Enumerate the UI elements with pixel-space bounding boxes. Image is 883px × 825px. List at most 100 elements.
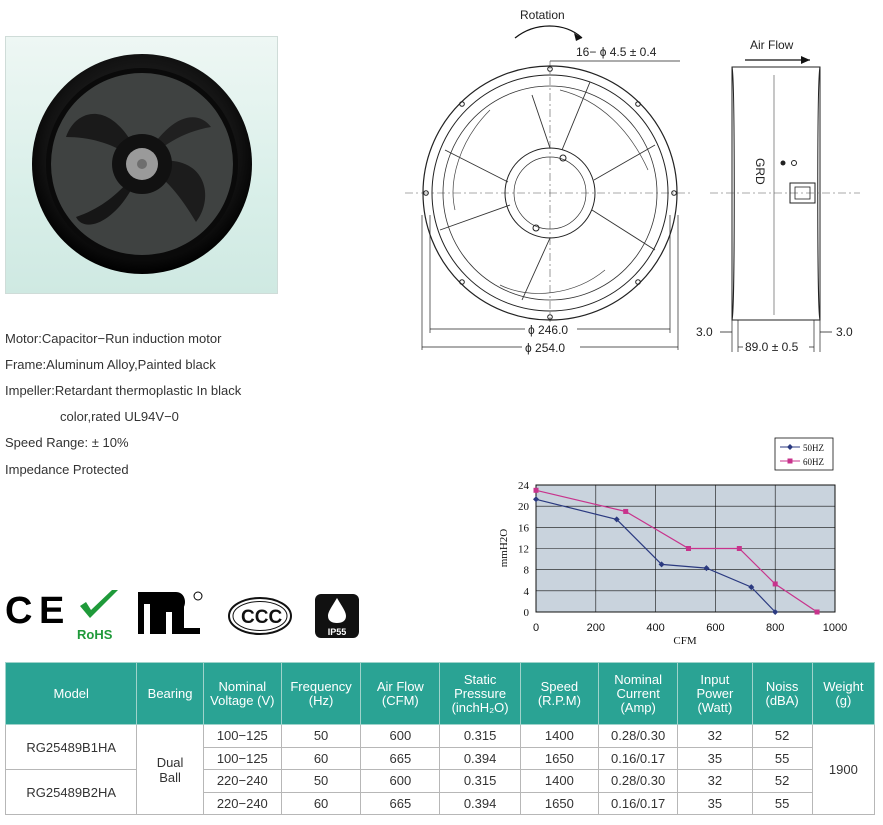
rohs-mark: RoHS [76,588,122,642]
y-tick-label: 20 [518,501,530,513]
data-point-50hz [658,561,665,568]
legend-label-60hz: 60HZ [803,457,824,467]
ccc-logo-icon: CCC [228,597,292,635]
cell-current: 0.28/0.30 [597,769,679,793]
spec-table: Model Bearing Nominal Voltage (V) Freque… [4,662,876,815]
header-noise: Noiss (dBA) [751,662,813,725]
data-point-60hz [685,546,691,551]
header-model: Model [4,662,138,725]
cell-voltage: 220−240 [202,769,282,793]
header-frequency: Frequency (Hz) [280,662,362,725]
cell-voltage: 100−125 [202,746,282,770]
spec-motor: Motor:Capacitor−Run induction motor [5,331,222,346]
series-lines [533,487,820,615]
cell-pressure: 0.394 [439,746,521,770]
y-tick-label: 24 [518,480,530,492]
data-point-50hz [772,609,779,615]
data-point-50hz [613,516,620,523]
cell-airflow: 600 [360,769,441,793]
spec-protection: Impedance Protected [5,462,129,477]
table-row: RG25489B1HA Dual Ball 100−125 50 600 0.3… [4,724,876,815]
x-tick-label: 0 [533,622,539,634]
header-bearing: Bearing [136,662,204,725]
y-tick-label: 8 [524,565,530,577]
x-tick-label: 200 [587,622,605,634]
x-tick-label: 600 [706,622,724,634]
cell-speed: 1650 [519,791,600,815]
cell-pressure: 0.315 [439,724,521,748]
ccc-mark: CCC [227,596,293,636]
data-point-50hz [748,584,755,591]
cell-frequency: 50 [280,724,362,748]
cell-pressure: 0.394 [439,791,521,815]
spec-impeller-cont: color,rated UL94V−0 [60,409,179,424]
ccc-text: CCC [241,607,282,628]
legend: 50HZ 60HZ [774,437,834,471]
spec-impeller: Impeller:Retardant thermoplastic In blac… [5,383,242,398]
product-photo [5,36,278,294]
cell-current: 0.28/0.30 [597,724,679,748]
cell-bearing: Dual Ball [136,724,204,815]
outer-diameter-label: ϕ 254.0 [525,341,565,355]
table-row: 220−240 60 665 0.394 1650 0.16/0.17 35 5… [6,791,875,815]
data-point-60hz [814,609,820,615]
grid-lines [535,484,836,613]
data-point-60hz [772,581,778,587]
legend-label-50hz: 50HZ [803,443,824,453]
cell-noise: 52 [751,724,813,748]
cell-current: 0.16/0.17 [597,791,679,815]
data-point-50hz [533,496,539,503]
inner-diameter-label: ϕ 246.0 [528,323,568,337]
cell-airflow: 665 [360,791,441,815]
side-view-drawing: Air Flow GRD 3.0 3.0 89.0 ± 0.5 [696,38,860,354]
header-speed: Speed (R.P.M) [519,662,600,725]
right-margin-label: 3.0 [836,325,853,339]
y-tick-label: 4 [524,586,530,598]
fan-photo-image [32,54,252,274]
series-line-50hz [535,498,776,613]
x-tick-label: 800 [766,622,784,634]
header-voltage: Nominal Voltage (V) [202,662,282,725]
bearing-text: Dual Ball [156,754,184,785]
water-drop-icon [328,598,346,623]
cell-model: RG25489B1HA [4,724,138,770]
cell-power: 35 [677,746,753,770]
cell-speed: 1650 [519,746,600,770]
table-header-row: Model Bearing Nominal Voltage (V) Freque… [4,662,876,725]
cell-noise: 55 [751,746,813,770]
cell-airflow: 600 [360,724,441,748]
rotation-label: Rotation [520,8,565,22]
data-point-60hz [533,487,539,493]
x-tick-label: 400 [646,622,664,634]
cell-speed: 1400 [519,769,600,793]
ip55-mark: IP55 [315,594,359,638]
header-static-pressure: Static Pressure (inchH₂O) [439,662,521,725]
cell-power: 32 [677,769,753,793]
x-axis-label: CFM [673,635,696,647]
cell-pressure: 0.315 [439,769,521,793]
header-weight: Weight (g) [811,662,876,725]
cell-voltage: 100−125 [202,724,282,748]
cell-frequency: 60 [280,791,362,815]
spec-frame: Frame:Aluminum Alloy,Painted black [5,357,216,372]
legend-marker-50hz [787,444,793,450]
y-axis-label: mmH2O [498,529,510,568]
cell-weight: 1900 [811,724,876,815]
cell-power: 35 [677,791,753,815]
header-current: Nominal Current (Amp) [597,662,679,725]
cell-power: 32 [677,724,753,748]
cell-frequency: 60 [280,746,362,770]
cell-noise: 52 [751,769,813,793]
cell-model: RG25489B2HA [4,769,138,815]
cell-speed: 1400 [519,724,600,748]
header-power: Input Power (Watt) [677,662,753,725]
ip55-label: IP55 [327,627,347,637]
y-tick-label: 0 [524,607,530,619]
y-tick-label: 12 [518,544,529,556]
table-row: RG25489B2HA 220−240 50 600 0.315 1400 0.… [4,769,875,815]
cell-noise: 55 [751,791,813,815]
spec-speed-range: Speed Range: ± 10% [5,435,129,450]
cell-frequency: 50 [280,769,362,793]
